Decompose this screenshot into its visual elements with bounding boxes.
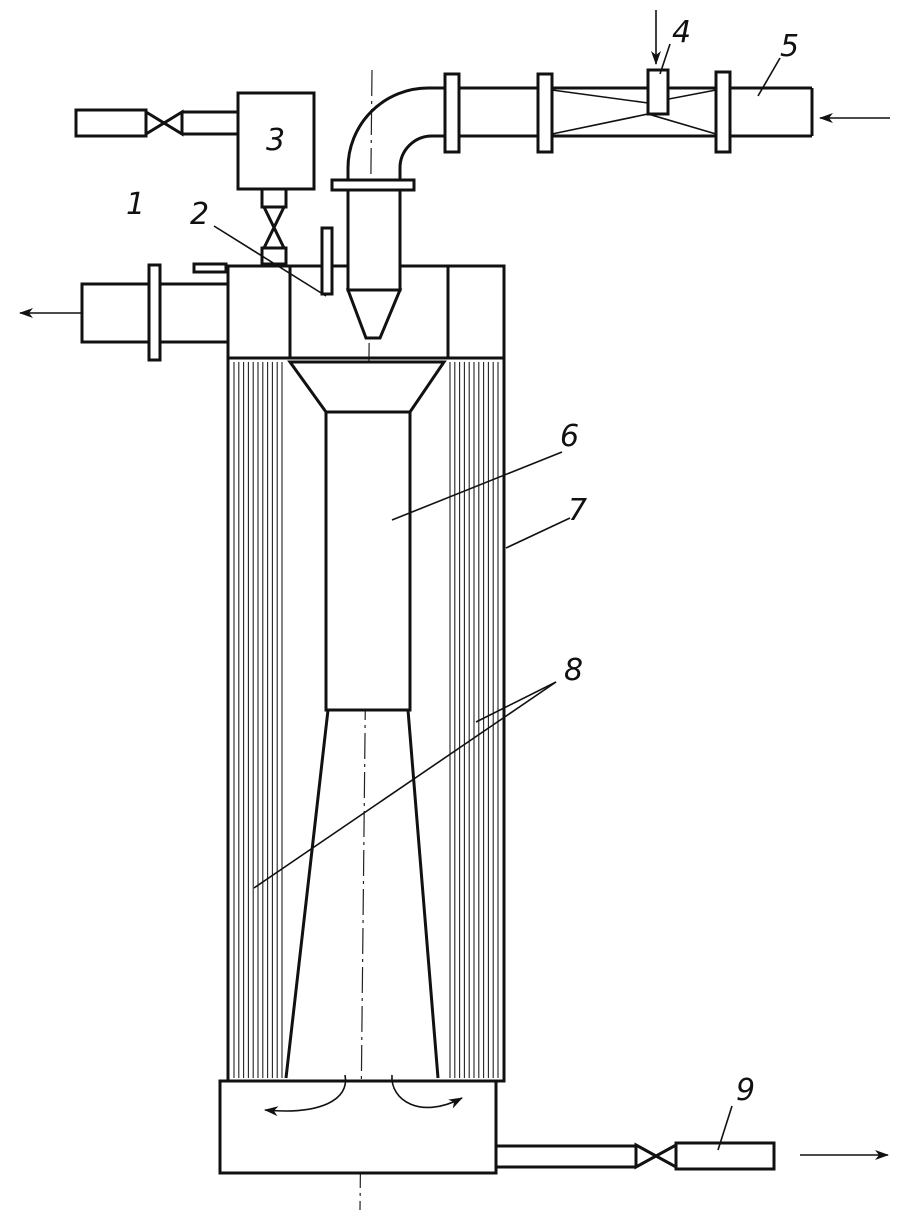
feed-nozzle (330, 178, 416, 340)
label-5: 5 (780, 29, 799, 64)
outlet-pipe-9 (496, 1141, 889, 1171)
label-3: 3 (266, 123, 285, 158)
label-2: 2 (190, 197, 209, 232)
outlet-pipe-1 (19, 263, 230, 362)
supply-pipeline (346, 10, 890, 180)
label-4: 4 (672, 15, 691, 50)
leader-lines (213, 43, 781, 1151)
label-9: 9 (736, 1073, 755, 1108)
tube-bundle-left (233, 362, 283, 1078)
label-8: 8 (564, 653, 583, 688)
bottom-chamber (218, 1074, 498, 1175)
tube-bundle-right (449, 362, 499, 1078)
label-6: 6 (560, 419, 579, 454)
top-plate-2 (192, 226, 334, 296)
central-insert (284, 360, 447, 1079)
label-7: 7 (568, 493, 587, 528)
label-1: 1 (126, 187, 145, 222)
feeder-3 (74, 91, 316, 266)
